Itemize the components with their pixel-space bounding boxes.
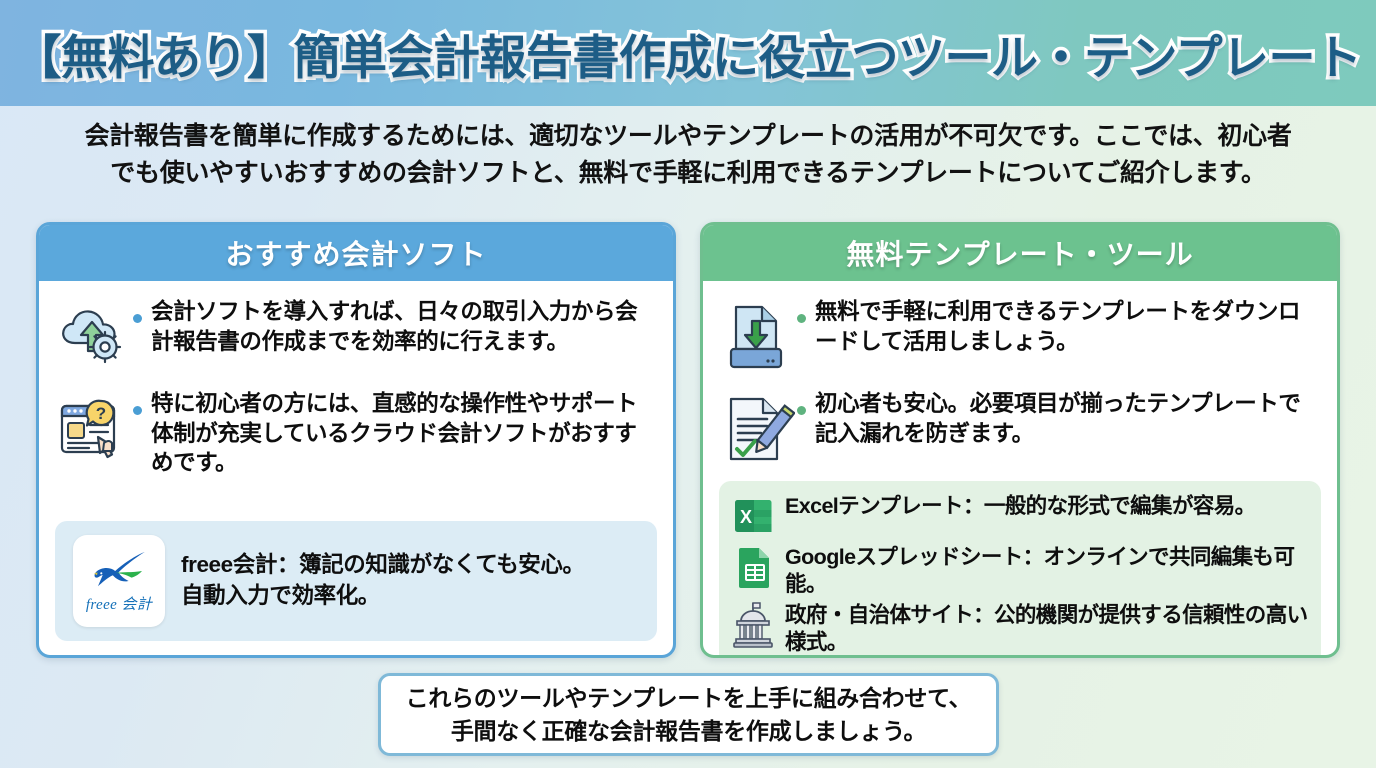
svg-text:?: ? xyxy=(96,404,106,423)
list-item: 初心者も安心。必要項目が揃ったテンプレートで記入漏れを防ぎます。 xyxy=(719,389,1321,467)
list-item-text: 特に初心者の方には、直感的な操作性やサポート体制が充実しているクラウド会計ソフト… xyxy=(151,391,638,476)
browser-help-cursor-icon: ? xyxy=(55,391,131,467)
freee-text-line-2: 自動入力で効率化。 xyxy=(181,583,380,608)
subtitle-block: 会計報告書を簡単に作成するためには、適切なツールやテンプレートの活用が不可欠です… xyxy=(0,118,1376,192)
list-item-text: 会計ソフトを導入すれば、日々の取引入力から会計報告書の作成までを効率的に行えます… xyxy=(151,299,638,354)
list-item: 無料で手軽に利用できるテンプレートをダウンロードして活用しましょう。 xyxy=(719,297,1321,375)
freee-callout-text: freee会計：簿記の知識がなくても安心。 自動入力で効率化。 xyxy=(181,550,585,611)
bullet-dot xyxy=(133,406,142,415)
footer-line-1: これらのツールやテンプレートを上手に組み合わせて、 xyxy=(405,684,972,711)
cards-row: おすすめ会計ソフト xyxy=(36,222,1340,658)
right-card-body: 無料で手軽に利用できるテンプレートをダウンロードして活用しましょう。 xyxy=(703,281,1337,655)
left-card-body: 会計ソフトを導入すれば、日々の取引入力から会計報告書の作成までを効率的に行えます… xyxy=(39,281,673,655)
list-item: Googleスプレッドシート：オンラインで共同編集も可能。 xyxy=(729,542,1309,598)
list-item-text: 政府・自治体サイト：公的機関が提供する信頼性の高い様式。 xyxy=(785,603,1308,655)
list-item-text: 無料で手軽に利用できるテンプレートをダウンロードして活用しましょう。 xyxy=(815,299,1301,354)
left-card-header: おすすめ会計ソフト xyxy=(39,225,673,281)
page-title: 【無料あり】簡単会計報告書作成に役立つツール・テンプレート xyxy=(11,27,1366,87)
tools-list-box: X Excelテンプレート：一般的な形式で編集が容易。 xyxy=(719,481,1321,655)
list-item-text: 初心者も安心。必要項目が揃ったテンプレートで記入漏れを防ぎます。 xyxy=(815,391,1301,446)
header-banner: 【無料あり】簡単会計報告書作成に役立つツール・テンプレート xyxy=(0,0,1376,106)
freee-text-line-1: freee会計：簿記の知識がなくても安心。 xyxy=(181,552,585,578)
bullet-dot xyxy=(797,406,806,415)
subtitle-line-2: でも使いやすいおすすめの会計ソフトと、無料で手軽に利用できるテンプレートについて… xyxy=(110,159,1266,187)
freee-wordmark: freee 会計 xyxy=(85,597,153,613)
list-item: 政府・自治体サイト：公的機関が提供する信頼性の高い様式。 xyxy=(729,600,1309,655)
footer-line-2: 手間なく正確な会計報告書を作成しましょう。 xyxy=(450,717,927,744)
bullet-dot xyxy=(797,314,806,323)
document-download-icon xyxy=(719,299,795,375)
list-item: X Excelテンプレート：一般的な形式で編集が容易。 xyxy=(729,491,1309,540)
list-item: ? 特に初心者の方には、直感的な操作性やサポート体制が充実しているクラウド会計ソ… xyxy=(55,389,657,478)
cloud-upload-gear-icon xyxy=(55,299,131,375)
svg-text:X: X xyxy=(740,507,752,527)
card-recommended-accounting-software: おすすめ会計ソフト xyxy=(36,222,676,658)
freee-bird-logo: freee 会計 xyxy=(73,535,165,627)
footer-callout: これらのツールやテンプレートを上手に組み合わせて、 手間なく正確な会計報告書を作… xyxy=(378,673,999,756)
google-sheets-icon xyxy=(729,543,777,591)
list-item-text: Excelテンプレート：一般的な形式で編集が容易。 xyxy=(785,494,1256,518)
freee-callout-box: freee 会計 freee会計：簿記の知識がなくても安心。 自動入力で効率化。 xyxy=(55,521,657,641)
left-card-header-label: おすすめ会計ソフト xyxy=(225,239,487,270)
subtitle-line-1: 会計報告書を簡単に作成するためには、適切なツールやテンプレートの活用が不可欠です… xyxy=(84,122,1292,150)
list-item-text: Googleスプレッドシート：オンラインで共同編集も可能。 xyxy=(785,545,1295,597)
right-card-header-label: 無料テンプレート・ツール xyxy=(846,239,1194,270)
excel-icon: X xyxy=(729,492,777,540)
document-pencil-check-icon xyxy=(719,391,796,467)
right-card-header: 無料テンプレート・ツール xyxy=(703,225,1337,281)
government-building-icon xyxy=(729,601,777,649)
card-free-templates-tools: 無料テンプレート・ツール 無料で手軽に利用できるテンプレートをダウンロードして活 xyxy=(700,222,1340,658)
bullet-dot xyxy=(133,314,142,323)
list-item: 会計ソフトを導入すれば、日々の取引入力から会計報告書の作成までを効率的に行えます… xyxy=(55,297,657,375)
